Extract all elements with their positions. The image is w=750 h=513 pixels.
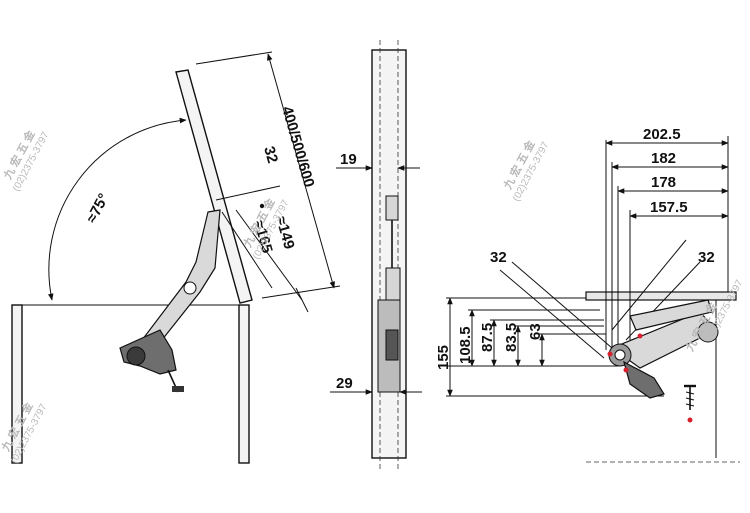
fitting-body (385, 267, 401, 301)
lift-arm-upper (135, 209, 221, 356)
pivot-right (697, 321, 719, 343)
accent-dot-1 (607, 351, 613, 357)
dim-b-line (235, 209, 303, 301)
h-dim-2-label: 182 (651, 150, 676, 167)
right-32-label: 32 (698, 249, 715, 266)
bottom-dim-label: 29 (336, 375, 353, 392)
offset-ext (215, 185, 281, 201)
angle-arc (47, 117, 187, 301)
mount-point (259, 203, 265, 209)
diag-left-2 (499, 269, 605, 359)
left-32-label: 32 (490, 249, 507, 266)
arm-pivot (126, 346, 146, 366)
arm-joint (183, 281, 197, 295)
v-dim-5-label: 63 (527, 323, 544, 340)
offset-label: 32 (260, 144, 281, 165)
h-dim-1-label: 202.5 (643, 126, 681, 143)
screw-point-dot (687, 417, 693, 423)
side-panel (371, 49, 407, 459)
pivot-inner (614, 349, 626, 361)
fitting-core (385, 329, 399, 361)
angle-label: ≈75° (83, 191, 113, 226)
height-ext-bottom (261, 285, 341, 299)
arm-base (623, 360, 665, 399)
screw-head (172, 386, 184, 392)
arm-upper-link (629, 299, 713, 331)
right-view: 202.5 182 178 157.5 32 32 155 108.5 87.5… (435, 126, 740, 463)
screw-thread (685, 391, 695, 407)
top-dim-label: 19 (340, 151, 357, 168)
middle-view: 19 29 (330, 40, 422, 470)
accent-dot-2 (623, 367, 629, 373)
fitting-top (385, 195, 399, 221)
dim-b-tick (295, 287, 309, 313)
accent-dot-3 (637, 333, 643, 339)
cabinet-right-wall (238, 304, 250, 464)
v-dim-2-label: 108.5 (457, 326, 474, 364)
v-dim-1-label: 155 (435, 345, 452, 370)
height-ext-top (195, 51, 273, 65)
dim-a-line (221, 211, 273, 289)
diag-right-2 (611, 239, 687, 331)
top-board (585, 291, 737, 301)
v-dim-3-label: 87.5 (479, 323, 496, 352)
left-view: ≈75° 400/500/600 32 ≈149 ≈165 (11, 51, 341, 464)
h-dim-3-label: 178 (651, 174, 676, 191)
v-dim-4-label: 83.5 (503, 323, 520, 352)
h-dim-4-label: 157.5 (650, 199, 688, 216)
height-dim-line (267, 53, 335, 289)
height-label: 400/500/600 (278, 104, 317, 189)
